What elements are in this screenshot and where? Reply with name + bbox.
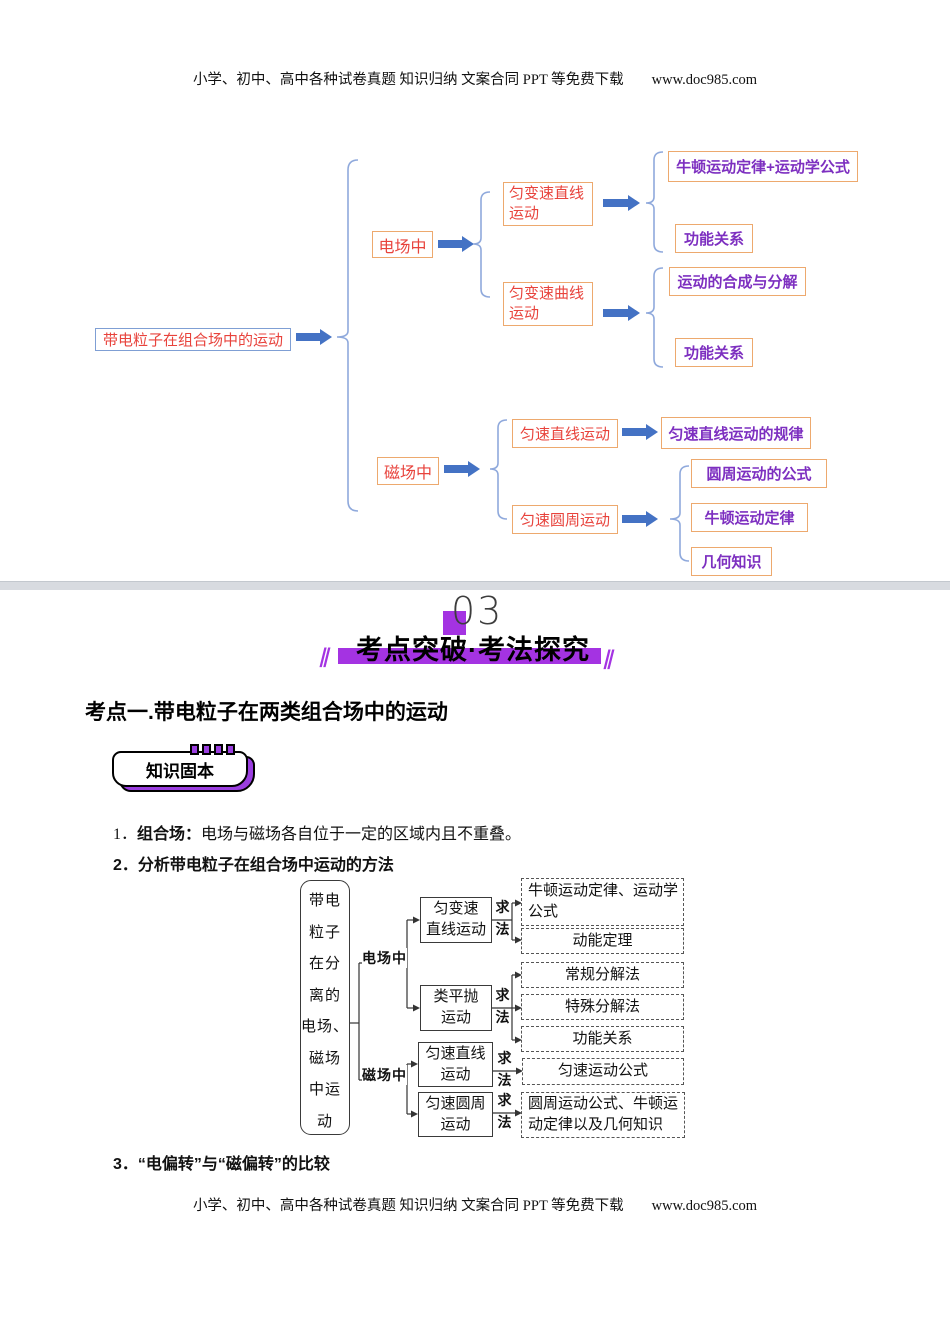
diagram2-method-kinetic-energy: 动能定理 xyxy=(521,928,684,954)
diagram2-box-uniform-line: 匀速直线 运动 xyxy=(418,1042,493,1087)
banner-slash-right-icon: ∥ xyxy=(601,646,617,670)
item-3: 3．“电偏转”与“磁偏转”的比较 xyxy=(113,1156,330,1173)
mindmap-root-node: 带电粒子在组合场中的运动 xyxy=(95,328,291,351)
mindmap-method-newton-kinematics: 牛顿运动定律+运动学公式 xyxy=(668,151,858,182)
banner-title: 考点突破·考法探究 xyxy=(356,635,590,665)
mindmap-uniform-accel-line-node: 匀变速直线 运动 xyxy=(503,182,593,226)
diagram2-qiufa-label-2: 求 法 xyxy=(495,989,510,1026)
badge-label: 知识固本 xyxy=(112,751,248,787)
item-1: 1．组合场：电场与磁场各自位于一定的区域内且不重叠。 xyxy=(113,820,521,844)
mindmap-electric-node: 电场中 xyxy=(372,231,433,258)
diagram2-method-regular-decomposition: 常规分解法 xyxy=(521,962,684,988)
badge-tabs-icon xyxy=(190,744,235,755)
page-footer: 小学、初中、高中各种试卷真题 知识归纳 文案合同 PPT 等免费下载 www.do… xyxy=(0,1194,950,1215)
mindmap-method-work-energy-1: 功能关系 xyxy=(675,224,753,253)
mindmap-method-motion-composition: 运动的合成与分解 xyxy=(669,267,806,296)
knowledge-badge: 知识固本 xyxy=(110,742,260,800)
section-number-square xyxy=(443,611,466,635)
footer-text: 小学、初中、高中各种试卷真题 知识归纳 文案合同 PPT 等免费下载 xyxy=(192,1198,624,1214)
header-text: 小学、初中、高中各种试卷真题 知识归纳 文案合同 PPT 等免费下载 xyxy=(192,72,624,88)
diagram2-qiufa-label-1: 求 法 xyxy=(495,901,510,938)
mindmap-uniform-circular-node: 匀速圆周运动 xyxy=(512,505,618,534)
mindmap-magnetic-node: 磁场中 xyxy=(377,457,439,485)
item-1-number: 1． xyxy=(113,826,138,843)
diagram2-method-work-energy: 功能关系 xyxy=(521,1026,684,1052)
mindmap-uniform-line-node: 匀速直线运动 xyxy=(512,419,618,448)
item-2: 2．分析带电粒子在组合场中运动的方法 xyxy=(113,857,394,874)
diagram2-method-special-decomposition: 特殊分解法 xyxy=(521,994,684,1020)
mindmap-method-geometry: 几何知识 xyxy=(691,547,772,576)
diagram2-qiufa-label-3: 求 法 xyxy=(497,1052,512,1089)
mindmap-method-uniform-line-rule: 匀速直线运动的规律 xyxy=(661,417,811,449)
diagram2-method-circular-newton-geometry: 圆周运动公式、牛顿运 动定律以及几何知识 xyxy=(521,1092,685,1138)
mindmap-method-newton-law: 牛顿运动定律 xyxy=(691,503,808,532)
page-header: 小学、初中、高中各种试卷真题 知识归纳 文案合同 PPT 等免费下载 www.do… xyxy=(0,68,950,89)
diagram2-method-uniform-formula: 匀速运动公式 xyxy=(522,1058,684,1085)
diagram2-electric-label: 电场中 xyxy=(362,948,407,968)
diagram2-box-uniform-circular: 匀速圆周 运动 xyxy=(418,1092,493,1137)
section-divider xyxy=(0,581,950,590)
diagram2-method-newton-kinematics: 牛顿运动定律、运动学 公式 xyxy=(521,878,684,926)
header-url: www.doc985.com xyxy=(651,72,758,88)
item-1-text: 电场与磁场各自位于一定的区域内且不重叠。 xyxy=(201,826,522,843)
mindmap-uniform-accel-curve-node: 匀变速曲线 运动 xyxy=(503,282,593,326)
mindmap-method-circular-formula: 圆周运动的公式 xyxy=(691,459,827,488)
diagram2-root-node: 带电 粒子 在分 离的 电场、 磁场 中运 动 xyxy=(300,880,350,1135)
item-1-term: 组合场： xyxy=(137,826,202,843)
diagram2-box-uniform-accel-line: 匀变速 直线运动 xyxy=(420,897,492,943)
mindmap-method-work-energy-2: 功能关系 xyxy=(675,338,753,367)
diagram2-box-projectile-like: 类平抛 运动 xyxy=(420,985,492,1031)
diagram2-qiufa-label-4: 求 法 xyxy=(497,1094,512,1131)
block-arrows xyxy=(296,195,658,527)
banner-underline-bar xyxy=(338,648,601,664)
footer-url: www.doc985.com xyxy=(651,1198,758,1214)
diagram2-magnetic-label: 磁场中 xyxy=(362,1065,407,1085)
section-number: 03 xyxy=(451,589,504,633)
topic-heading: 考点一.带电粒子在两类组合场中的运动 xyxy=(85,701,448,724)
banner-slash-left-icon: ∥ xyxy=(317,644,333,668)
